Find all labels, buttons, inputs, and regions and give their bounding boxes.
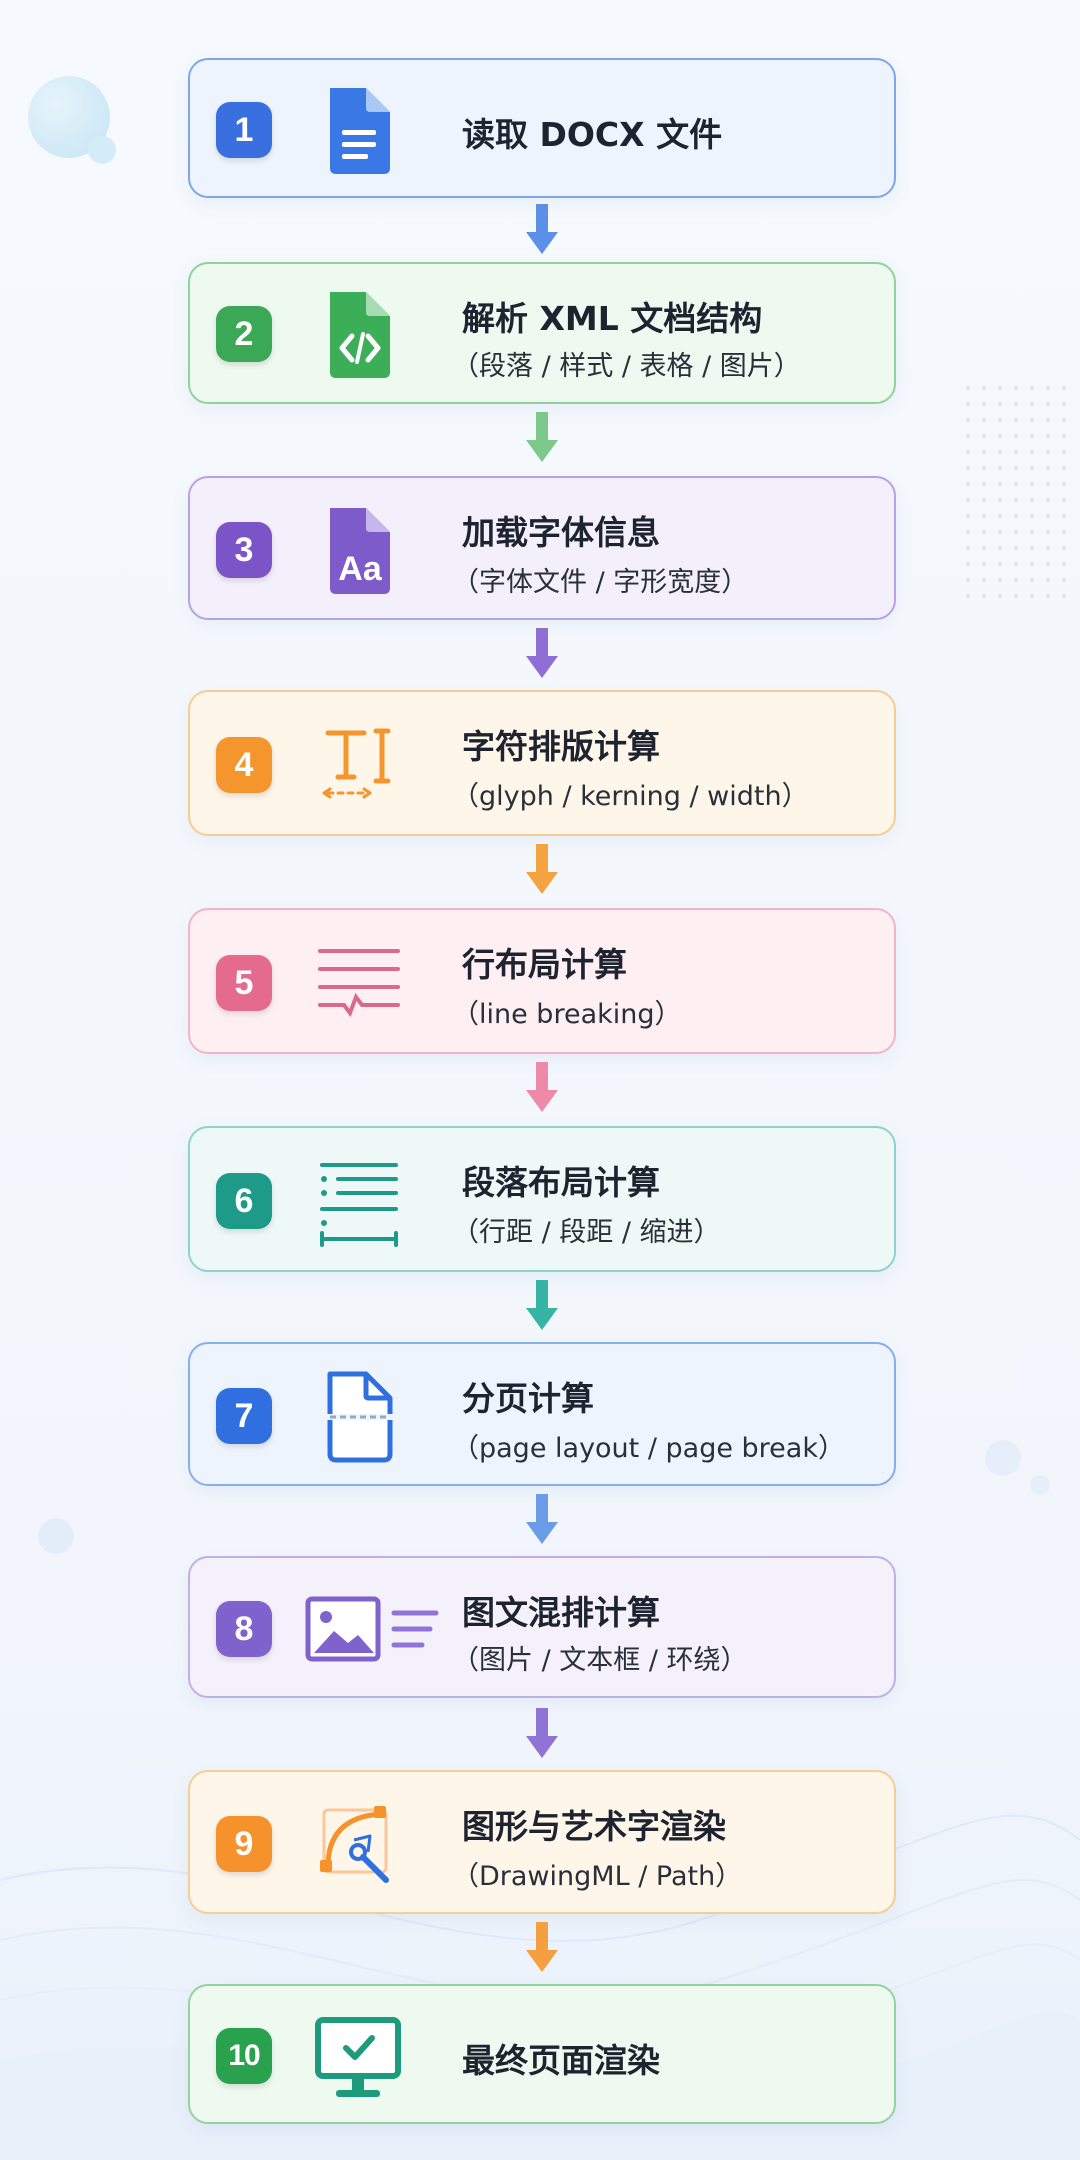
- flow-arrow: [526, 1708, 558, 1758]
- step-card-final-rendering: 10 最终页面渲染: [188, 1984, 896, 2124]
- decorative-bubble-right-small: [1030, 1475, 1050, 1495]
- flow-arrow: [526, 1062, 558, 1112]
- step-card-paragraph-layout: 6 段落布局计算 （行距 / 段距 / 缩进）: [188, 1126, 896, 1272]
- step-card-pagination: 7 分页计算 （page layout / page break）: [188, 1342, 896, 1486]
- step-number-badge: 4: [216, 737, 272, 793]
- image-text-icon: [305, 1596, 439, 1662]
- page-break-icon: [326, 1371, 394, 1463]
- vector-pen-icon: [320, 1806, 389, 1883]
- flow-arrow: [526, 412, 558, 462]
- step-title: 段落布局计算: [462, 1163, 660, 1202]
- step-subtitle: （line breaking）: [452, 999, 682, 1030]
- step-card-load-fonts: 3 Aa 加载字体信息 （字体文件 / 字形宽度）: [188, 476, 896, 620]
- step-card-glyph-layout: 4 字符排版计算 （glyph / kerning / width）: [188, 690, 896, 836]
- step-title: 分页计算: [462, 1379, 594, 1418]
- step-card-image-text-layout: 8 图文混排计算 （图片 / 文本框 / 环绕）: [188, 1556, 896, 1698]
- step-title: 读取 DOCX 文件: [462, 115, 723, 154]
- step-number-badge: 8: [216, 1601, 272, 1657]
- step-number-badge: 10: [216, 2028, 272, 2084]
- flow-arrow: [526, 204, 558, 254]
- flow-arrow: [526, 844, 558, 894]
- flow-arrow: [526, 628, 558, 678]
- step-subtitle: （glyph / kerning / width）: [452, 781, 809, 812]
- document-icon: [330, 88, 390, 174]
- step-card-line-layout: 5 行布局计算 （line breaking）: [188, 908, 896, 1054]
- xml-file-icon: [330, 292, 390, 378]
- step-title: 图形与艺术字渲染: [462, 1807, 726, 1846]
- decorative-bubble-right: [985, 1440, 1021, 1476]
- decorative-bubble-large: [28, 76, 110, 158]
- step-subtitle: （图片 / 文本框 / 环绕）: [452, 1645, 748, 1676]
- text-cursor-icon: [322, 728, 391, 799]
- step-subtitle: （字体文件 / 字形宽度）: [452, 567, 749, 598]
- decorative-bubble-small: [88, 136, 116, 164]
- step-card-graphics-rendering: 9 图形与艺术字渲染 （DrawingML / Path）: [188, 1770, 896, 1914]
- step-title: 字符排版计算: [462, 727, 660, 766]
- monitor-check-icon: [315, 2017, 401, 2097]
- step-number-badge: 6: [216, 1173, 272, 1229]
- step-subtitle: （page layout / page break）: [452, 1433, 845, 1464]
- step-title: 图文混排计算: [462, 1593, 660, 1632]
- step-number-badge: 9: [216, 1816, 272, 1872]
- step-subtitle: （行距 / 段距 / 缩进）: [452, 1217, 721, 1248]
- step-card-read-docx: 1 读取 DOCX 文件: [188, 58, 896, 198]
- svg-text:Aa: Aa: [338, 550, 383, 588]
- step-subtitle: （DrawingML / Path）: [452, 1861, 743, 1892]
- step-card-parse-xml: 2 解析 XML 文档结构 （段落 / 样式 / 表格 / 图片）: [188, 262, 896, 404]
- step-number-badge: 3: [216, 522, 272, 578]
- step-title: 加载字体信息: [462, 513, 660, 552]
- flow-arrow: [526, 1494, 558, 1544]
- step-subtitle: （段落 / 样式 / 表格 / 图片）: [452, 351, 801, 382]
- step-number-badge: 7: [216, 1388, 272, 1444]
- paragraph-spacing-icon: [320, 1163, 398, 1247]
- step-title: 解析 XML 文档结构: [462, 299, 763, 338]
- step-number-badge: 5: [216, 955, 272, 1011]
- decorative-bubble-left: [38, 1518, 74, 1554]
- step-number-badge: 1: [216, 102, 272, 158]
- step-title: 行布局计算: [462, 945, 627, 984]
- flow-arrow: [526, 1922, 558, 1972]
- step-number-badge: 2: [216, 306, 272, 362]
- step-title: 最终页面渲染: [462, 2041, 660, 2080]
- font-file-icon: Aa: [330, 508, 390, 594]
- line-break-icon: [318, 949, 400, 1018]
- decorative-dot-grid: [960, 380, 1070, 610]
- flow-arrow: [526, 1280, 558, 1330]
